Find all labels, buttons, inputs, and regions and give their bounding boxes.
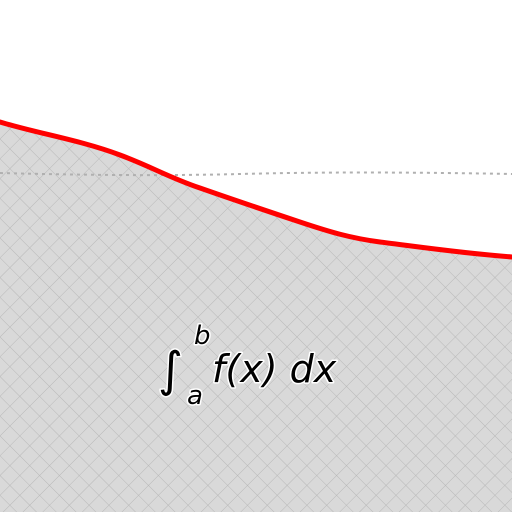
reference-line [0, 171, 512, 177]
function-curve [0, 119, 512, 260]
area-under-curve [0, 122, 512, 512]
integral-sign: ∫ [158, 342, 183, 398]
lower-limit: a [187, 381, 203, 411]
integral-label: ∫ b a f(x) dx [157, 320, 339, 413]
integrand: f(x) dx [212, 347, 337, 391]
upper-limit: b [194, 321, 211, 351]
